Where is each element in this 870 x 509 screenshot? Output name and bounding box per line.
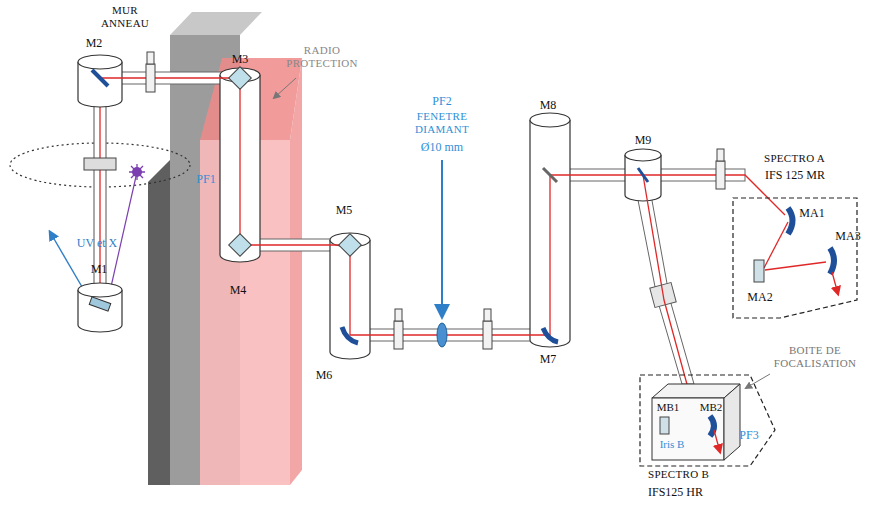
spectrometer-title: SPECTRO A: [764, 152, 825, 165]
iris-label: Iris B: [660, 438, 685, 451]
mirror-label: MB2: [700, 401, 723, 414]
instrument-model: IFS125 HR: [648, 485, 703, 499]
mirror-label: M4: [230, 283, 247, 297]
dimension-label: Ø10 mm: [421, 140, 463, 154]
mirror-label: M8: [540, 98, 557, 112]
small-caps-label: MUR ANNEAU: [94, 4, 156, 30]
spectrometer-region: SPECTRO B IFS125 HR: [636, 370, 786, 504]
spectrometer-title: SPECTRO B: [648, 468, 709, 481]
mirror-label: M9: [635, 133, 652, 147]
mirror-label: MB1: [657, 401, 680, 414]
mirror-label: M6: [316, 368, 333, 382]
small-caps-label: FENETRE DIAMANT: [405, 110, 479, 136]
mirror-label: M3: [232, 52, 249, 66]
port-label: PF3: [739, 428, 758, 442]
dashed-outline: [636, 370, 786, 504]
mirror-label: M1: [91, 262, 108, 276]
instrument-model: IFS 125 MR: [765, 168, 825, 182]
radiation-label: UV et X: [77, 236, 117, 250]
mirror-label: MA2: [747, 290, 772, 304]
mirror-label: M2: [86, 36, 103, 50]
mirror-label: MA1: [799, 206, 824, 220]
port-label: PF1: [196, 172, 215, 186]
mirror-label: M7: [540, 352, 557, 366]
port-label: PF2: [432, 94, 451, 108]
spectrometer-region: SPECTRO A IFS 125 MR: [728, 150, 862, 322]
small-caps-label: RADIO PROTECTION: [279, 44, 365, 70]
mirror-label: M5: [336, 203, 353, 217]
small-caps-label: BOITE DE FOCALISATION: [763, 344, 867, 370]
